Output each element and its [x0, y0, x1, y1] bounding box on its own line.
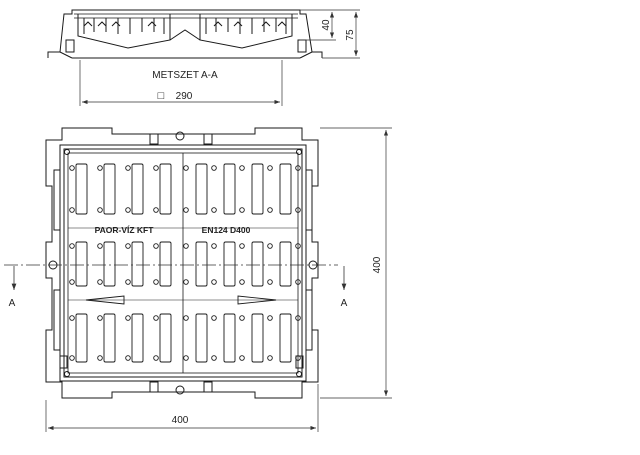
grating-slot: [103, 163, 116, 215]
grating-slot: [159, 163, 172, 215]
grating-slot: [223, 313, 236, 363]
grating-hole: [69, 279, 75, 285]
plan-width-label: 400: [172, 415, 189, 426]
grating-hole: [239, 315, 245, 321]
spec-text: EN124 D400: [202, 225, 251, 235]
grating-slot: [251, 313, 264, 363]
grating-hole: [183, 207, 189, 213]
grating-hole: [97, 165, 103, 171]
section-caption: METSZET A-A: [152, 70, 218, 81]
cut-label-left: A: [9, 298, 16, 309]
grating-hole: [295, 165, 301, 171]
grating-slot: [131, 241, 144, 287]
grating-hole: [211, 207, 217, 213]
grating-slot: [75, 163, 88, 215]
section-dimensions: [79, 9, 360, 106]
grating-hole: [153, 355, 159, 361]
grating-hole: [183, 243, 189, 249]
grating-hole: [97, 279, 103, 285]
grating-hole: [69, 315, 75, 321]
grating-hole: [153, 207, 159, 213]
grating-hole: [97, 355, 103, 361]
grating-hole: [125, 355, 131, 361]
grating-hole: [211, 315, 217, 321]
grating-hole: [239, 355, 245, 361]
grating-slot: [223, 241, 236, 287]
grating-hole: [239, 207, 245, 213]
grating-hole: [211, 355, 217, 361]
grating-hole: [153, 315, 159, 321]
grating-hole: [153, 243, 159, 249]
grating-hole: [125, 243, 131, 249]
cut-label-right: A: [341, 298, 348, 309]
grating-slot: [159, 313, 172, 363]
grating-hole: [267, 279, 273, 285]
grating-hole: [125, 279, 131, 285]
grating-hole: [69, 207, 75, 213]
grating-slot: [75, 313, 88, 363]
grating-hole: [267, 315, 273, 321]
grating-hole: [125, 207, 131, 213]
grating-hole: [69, 165, 75, 171]
grating-hole: [97, 207, 103, 213]
grating-slot: [279, 241, 292, 287]
grating-hole: [295, 243, 301, 249]
grating-hole: [211, 243, 217, 249]
grating-hole: [295, 207, 301, 213]
grating-slot: [131, 163, 144, 215]
grating-slot: [251, 241, 264, 287]
section-view: [47, 9, 323, 59]
grating-hole: [267, 355, 273, 361]
grating-hole: [295, 355, 301, 361]
grating-slot: [75, 241, 88, 287]
grating-hole: [239, 165, 245, 171]
grating-hole: [267, 165, 273, 171]
grating-slot: [195, 163, 208, 215]
grating-hole: [69, 355, 75, 361]
brand-text: PAOR-VÍZ KFT: [95, 225, 155, 235]
grating-slot: [103, 241, 116, 287]
grating-hole: [183, 279, 189, 285]
grating-slot: [279, 313, 292, 363]
grating-hole: [295, 315, 301, 321]
grating-hole: [97, 315, 103, 321]
grating-hole: [97, 243, 103, 249]
plan-height-label: 400: [372, 256, 383, 273]
grating-slot: [103, 313, 116, 363]
section-height-outer-label: 75: [345, 29, 356, 41]
section-height-inner-label: 40: [321, 19, 332, 31]
grating-slot: [251, 163, 264, 215]
grating-hole: [239, 279, 245, 285]
grating-slot: [159, 241, 172, 287]
section-width-symbol: □: [158, 90, 165, 102]
grating-hole: [295, 279, 301, 285]
grating-hole: [183, 355, 189, 361]
grating-hole: [267, 207, 273, 213]
grating-hole: [239, 243, 245, 249]
grating-hole: [183, 165, 189, 171]
grating-slot: [195, 241, 208, 287]
grating-hole: [267, 243, 273, 249]
grating-slot: [131, 313, 144, 363]
grating-hole: [183, 315, 189, 321]
grating-slot: [223, 163, 236, 215]
plan-dimensions: [45, 127, 392, 432]
grating-hole: [211, 279, 217, 285]
grating-hole: [153, 165, 159, 171]
grating-hole: [125, 315, 131, 321]
grating-hole: [125, 165, 131, 171]
grating-hole: [211, 165, 217, 171]
grating-slot: [195, 313, 208, 363]
section-width-label: 290: [176, 91, 193, 102]
lifting-arrows: [85, 295, 277, 305]
grating-slot: [279, 163, 292, 215]
grating-hole: [69, 243, 75, 249]
grating-hole: [153, 279, 159, 285]
grating-slots: [69, 163, 301, 363]
